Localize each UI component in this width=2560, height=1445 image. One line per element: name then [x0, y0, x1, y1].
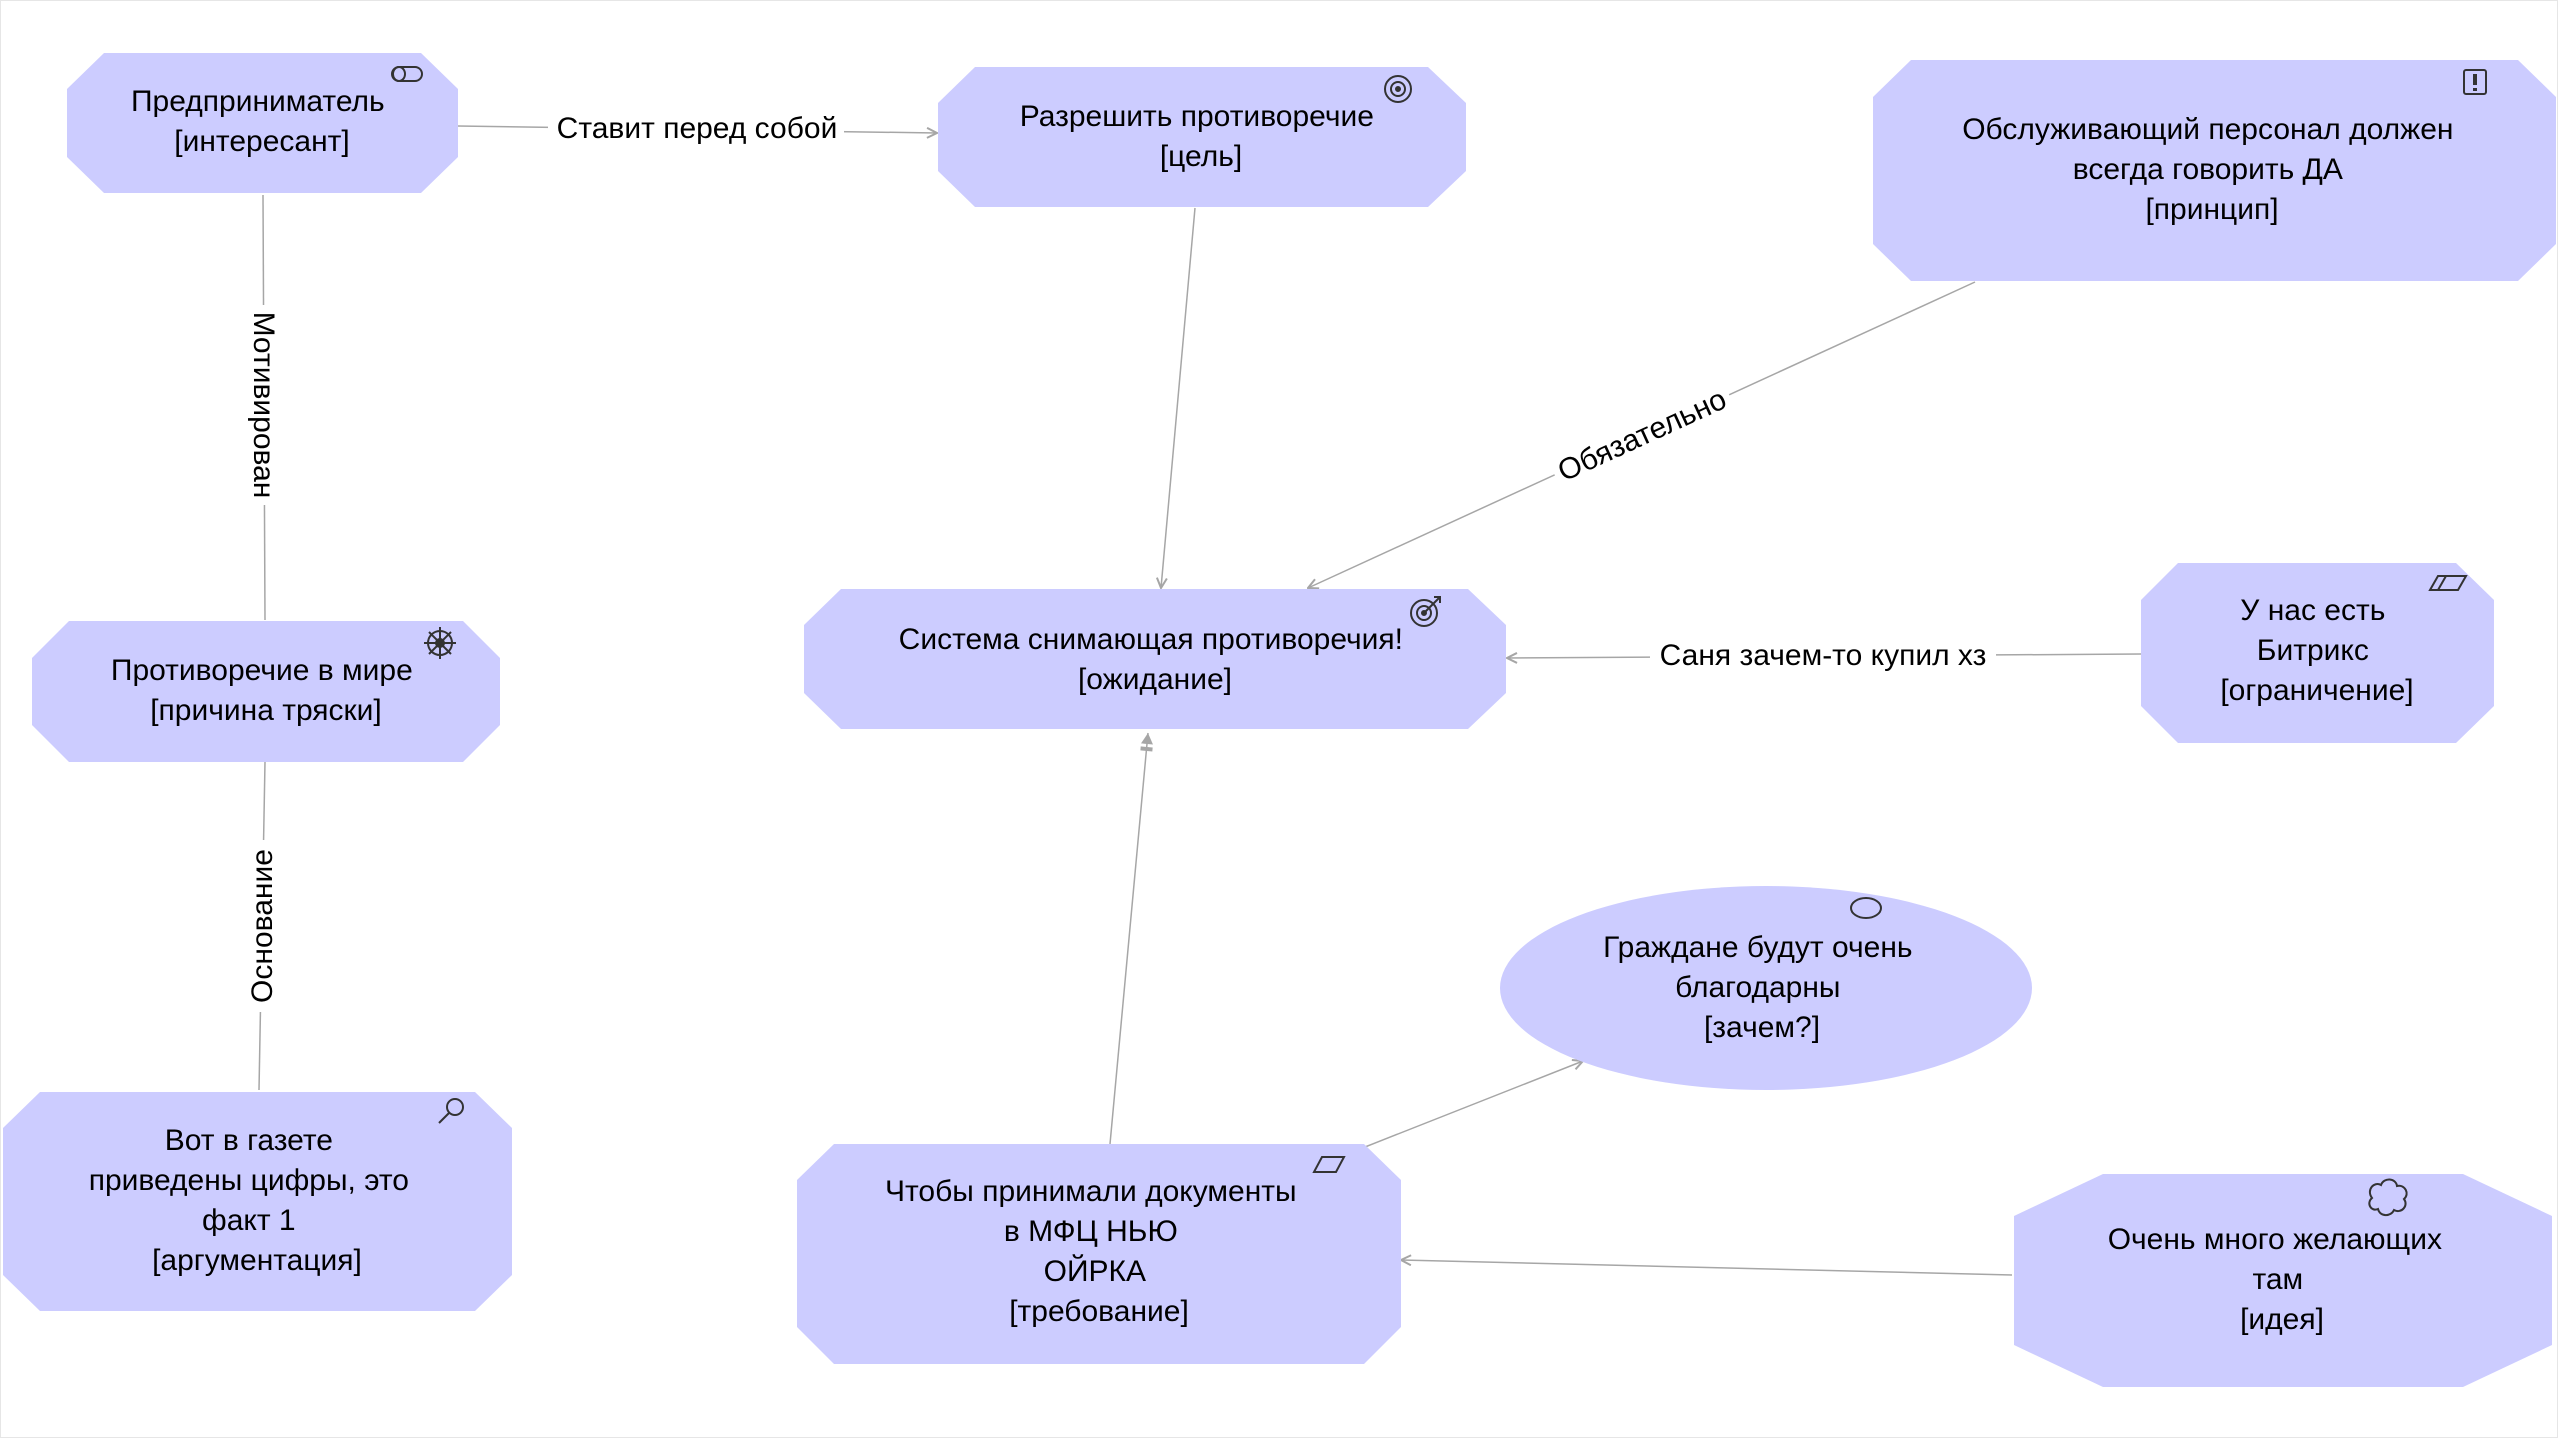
- svg-text:Разрешить противоречие: Разрешить противоречие [цель]: [1020, 100, 1383, 173]
- stakeholder-icon: [391, 66, 423, 82]
- requirement-icon: [1312, 1156, 1346, 1173]
- node-text: всегда говорить ДА: [2073, 153, 2343, 186]
- meaning-icon: [2368, 1178, 2408, 1217]
- edge-e8[interactable]: [1364, 1061, 1583, 1148]
- svg-text:Предприниматель [интер: Предприниматель [интересант]: [131, 85, 393, 158]
- node-text: Битрикс: [2257, 634, 2369, 667]
- edge-e7[interactable]: [1109, 732, 1153, 1145]
- node-text: [ограничение]: [2220, 674, 2413, 707]
- node-text: в МФЦ НЬЮ: [1004, 1215, 1178, 1248]
- edge-label-e6: Саня зачем-то купил хз: [1660, 639, 1987, 672]
- node-text: У нас есть: [2240, 594, 2385, 627]
- node-citizens[interactable]: Граждане будут очень благодарны [зачем?]: [1500, 886, 2032, 1090]
- node-text: там: [2252, 1263, 2303, 1296]
- node-text: [аргументация]: [152, 1244, 362, 1277]
- node-text: Граждане будут очень: [1603, 931, 1912, 964]
- driver-icon: [424, 627, 456, 659]
- svg-text:У нас есть Битрикс: У нас есть Битрикс [ограничение]: [2220, 594, 2413, 707]
- assessment-icon: [438, 1098, 464, 1124]
- edge-e4[interactable]: [1161, 207, 1196, 588]
- svg-text:Обслуживающий персонал должен: Обслуживающий персонал должен всегда гов…: [1962, 113, 2462, 226]
- node-text: Предприниматель: [131, 85, 385, 118]
- goal-icon: [1384, 75, 1412, 103]
- node-text: Вот в газете: [165, 1124, 333, 1157]
- node-text: Обслуживающий персонал должен: [1962, 113, 2453, 146]
- node-text: приведены цифры, это: [89, 1164, 409, 1197]
- node-idea[interactable]: Очень много желающих там [идея]: [2014, 1174, 2552, 1387]
- node-staff[interactable]: Обслуживающий персонал должен всегда гов…: [1873, 60, 2556, 281]
- node-text: Противоречие в мире: [111, 654, 413, 687]
- svg-text:Вот в газете приведены: Вот в газете приведены цифры, это факт 1…: [89, 1124, 418, 1277]
- node-text: ОЙРКА: [1044, 1254, 1146, 1288]
- node-text: [требование]: [1009, 1295, 1189, 1328]
- node-text: факт 1: [202, 1204, 296, 1237]
- svg-text:Очень много желающих т: Очень много желающих там [идея]: [2108, 1223, 2451, 1336]
- node-text: [принцип]: [2145, 193, 2278, 226]
- node-mfc[interactable]: Чтобы принимали документы в МФЦ НЬЮ ОЙРК…: [797, 1144, 1401, 1364]
- constraint-icon: [2428, 575, 2468, 591]
- node-bitrix[interactable]: У нас есть Битрикс [ограничение]: [2141, 563, 2494, 743]
- node-text: Разрешить противоречие: [1020, 100, 1374, 133]
- nodes-layer: Предприниматель [интересант] Разрешить п…: [3, 53, 2556, 1387]
- node-text: [цель]: [1160, 140, 1242, 173]
- svg-text:Противоречие в мире [п: Противоречие в мире [причина тряски]: [111, 654, 421, 727]
- svg-text:Система снимающая противоречия: Система снимающая противоречия! [ожидани…: [899, 623, 1412, 696]
- node-text: Система снимающая противоречия!: [899, 623, 1403, 656]
- svg-text:Граждане будут очень б: Граждане будут очень благодарны [зачем?]: [1603, 931, 1921, 1044]
- node-system[interactable]: Система снимающая противоречия! [ожидани…: [804, 589, 1506, 729]
- node-resolve[interactable]: Разрешить противоречие [цель]: [938, 67, 1466, 207]
- node-text: [идея]: [2240, 1303, 2324, 1336]
- svg-text:Чтобы принимали документы: Чтобы принимали документы в МФЦ НЬЮ ОЙРК…: [885, 1175, 1305, 1328]
- edge-label-e5: Обязательно: [1553, 383, 1732, 489]
- edge-label-e2: Мотивирован: [247, 312, 280, 499]
- node-entrepreneur[interactable]: Предприниматель [интересант]: [67, 53, 458, 193]
- node-text: Чтобы принимали документы: [885, 1175, 1297, 1208]
- node-text: [причина тряски]: [150, 694, 382, 727]
- edge-e9[interactable]: [1401, 1260, 2013, 1276]
- node-text: [интересант]: [174, 125, 349, 158]
- edge-label-e3: Основание: [246, 849, 279, 1003]
- outcome-icon: [1410, 596, 1441, 627]
- value-icon: [1850, 897, 1882, 919]
- edge-labels-layer: Ставит перед собой Мотивирован Основание…: [240, 106, 1996, 1012]
- principle-icon: [2463, 69, 2487, 95]
- edge-label-e1: Ставит перед собой: [557, 112, 838, 145]
- node-newspaper[interactable]: Вот в газете приведены цифры, это факт 1…: [3, 1092, 512, 1311]
- node-contradiction[interactable]: Противоречие в мире [причина тряски]: [32, 621, 500, 762]
- node-text: благодарны: [1675, 971, 1840, 1004]
- node-text: [зачем?]: [1704, 1011, 1820, 1044]
- node-text: Очень много желающих: [2108, 1223, 2442, 1256]
- node-text: [ожидание]: [1078, 663, 1232, 696]
